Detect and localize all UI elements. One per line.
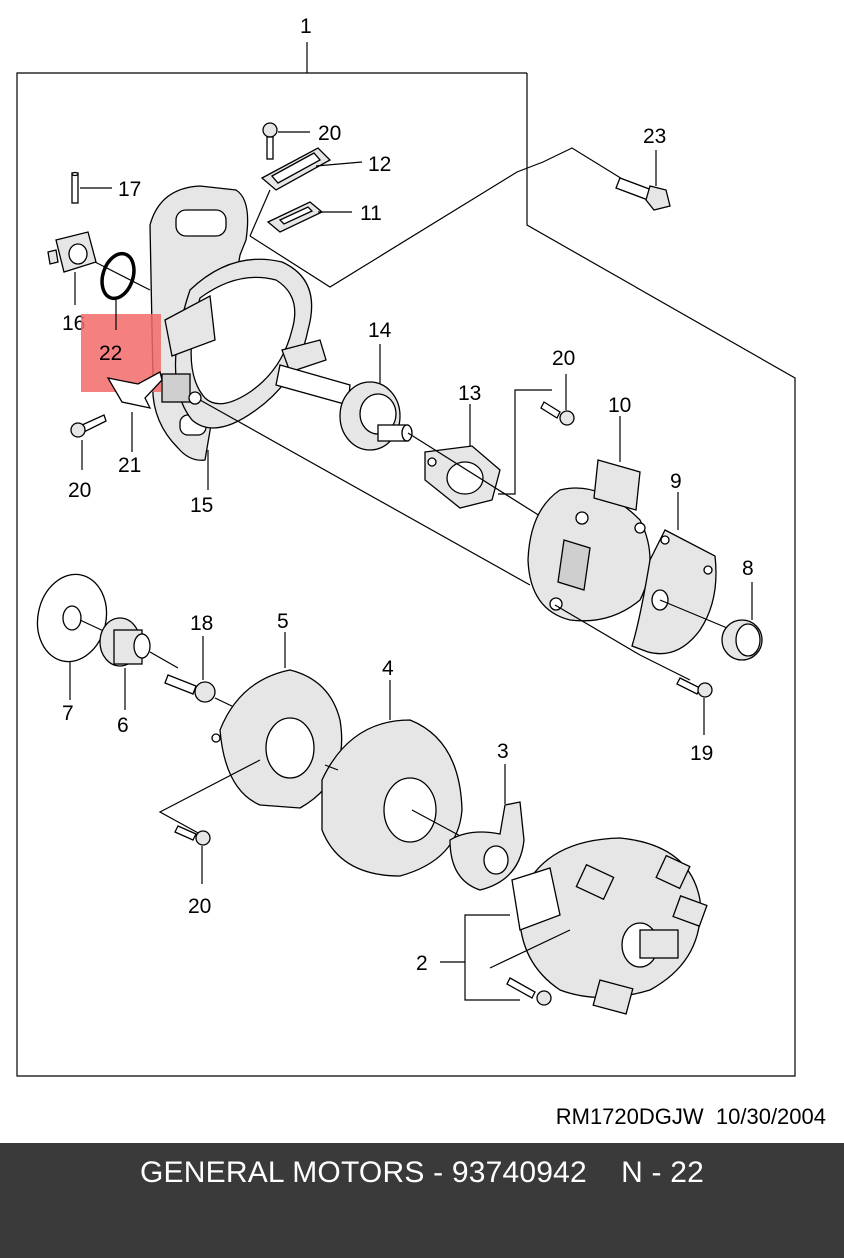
callout-20-center: 20 — [552, 347, 575, 370]
cap — [721, 619, 763, 661]
callout-12: 12 — [368, 153, 391, 176]
shaft-bearing — [275, 364, 413, 451]
callout-10: 10 — [608, 394, 631, 417]
exploded-parts-diagram: 1 15 17 16 22 21 — [16, 15, 796, 1077]
clip — [106, 371, 163, 409]
distributor-housing — [149, 185, 327, 461]
housing-guide-line — [249, 147, 633, 288]
screw-center — [540, 401, 575, 426]
screw-top — [262, 122, 278, 160]
callout-18: 18 — [190, 612, 213, 635]
shield-plate — [631, 529, 717, 655]
callout-3: 3 — [497, 740, 509, 763]
callout-9: 9 — [670, 470, 682, 493]
rotor-hub — [99, 617, 151, 667]
timing-disk — [36, 573, 108, 663]
callout-15: 15 — [190, 494, 213, 517]
document-code: RM1720DGJW 10/30/2004 — [556, 1104, 826, 1130]
pin — [71, 171, 79, 204]
callout-20-lower: 20 — [188, 895, 211, 918]
doc-code: RM1720DGJW — [555, 1104, 704, 1129]
footer-ref: N - 22 — [621, 1156, 704, 1189]
screw-18 — [164, 674, 216, 703]
callout-22: 22 — [99, 342, 122, 365]
assembly-frame — [16, 72, 796, 1077]
coupling — [47, 231, 97, 273]
footer-part-number: 93740942 — [451, 1156, 587, 1189]
callout-16: 16 — [62, 312, 85, 335]
o-ring — [100, 251, 136, 301]
cover-plate — [260, 147, 332, 191]
ignition-module — [527, 459, 651, 622]
callout-7: 7 — [62, 702, 74, 725]
footer-separator: - — [433, 1156, 444, 1189]
callout-8: 8 — [742, 557, 754, 580]
callout-14: 14 — [368, 319, 392, 342]
callout-20-top: 20 — [318, 122, 341, 145]
bolt — [615, 177, 671, 211]
callout-17: 17 — [118, 178, 141, 201]
gasket — [266, 201, 324, 233]
footer-bar — [0, 1143, 844, 1258]
callout-21: 21 — [118, 454, 141, 477]
callout-2: 2 — [416, 952, 428, 975]
callout-13: 13 — [458, 382, 481, 405]
footer-brand: GENERAL MOTORS — [140, 1156, 425, 1189]
callout-20-left: 20 — [68, 479, 91, 502]
seal-cover — [321, 719, 463, 877]
distributor-cap — [511, 837, 708, 1015]
callout-11: 11 — [360, 202, 382, 225]
screw-left — [70, 414, 107, 438]
assembly-label: 1 — [300, 15, 312, 38]
screw-cap — [506, 977, 552, 1006]
screw-lower — [174, 825, 211, 846]
callout-6: 6 — [117, 714, 129, 737]
footer-text: GENERAL MOTORS - 93740942 N - 22 — [0, 1156, 844, 1190]
callout-19: 19 — [690, 742, 713, 765]
doc-date: 10/30/2004 — [715, 1104, 826, 1129]
callout-4: 4 — [382, 657, 394, 680]
rotor — [449, 801, 525, 891]
callout-23: 23 — [643, 125, 666, 148]
inner-cap — [211, 669, 343, 809]
mount-plate — [424, 445, 501, 509]
screw-19 — [676, 677, 713, 698]
callout-5: 5 — [277, 610, 289, 633]
